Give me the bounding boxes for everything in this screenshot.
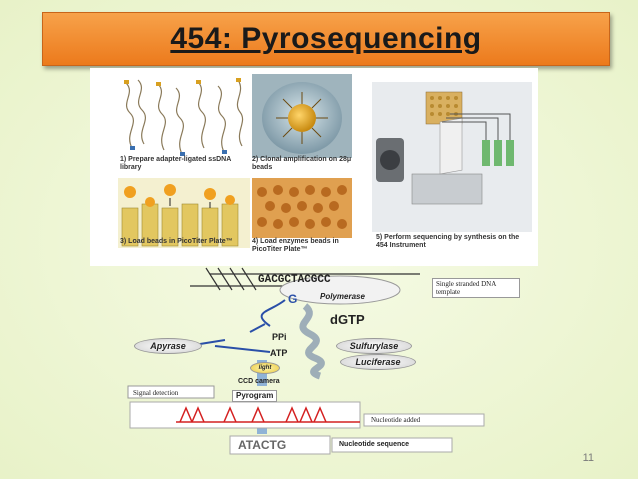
nucleotide-sequence-readout: ATACTG bbox=[238, 438, 287, 452]
step-2-caption: 2) Clonal amplification on 28μ beads bbox=[252, 156, 352, 171]
title-box: 454: Pyrosequencing bbox=[42, 12, 610, 66]
apyrase-badge: Apyrase bbox=[134, 338, 202, 354]
enzyme-beads-illustration bbox=[252, 178, 352, 238]
nucleotide-g-label: G bbox=[288, 292, 298, 306]
light-badge: light bbox=[250, 362, 280, 374]
step-4-caption: 4) Load enzymes beads in PicoTiter Plate… bbox=[252, 238, 339, 253]
ccd-camera-label: CCD camera bbox=[238, 378, 280, 385]
signal-detection-label: Signal detection bbox=[133, 389, 179, 397]
luciferase-badge: Luciferase bbox=[340, 354, 416, 370]
pyrogram-label: Pyrogram bbox=[232, 390, 278, 402]
page-number: 11 bbox=[582, 452, 594, 464]
reaction-arrows bbox=[127, 267, 485, 455]
nucleotide-added-label: Nucleotide added bbox=[371, 416, 421, 424]
workflow-figure: 1) Prepare adapter-ligated ssDNA library bbox=[90, 68, 538, 266]
pyrosequencing-diagram: GACGCTACGCC Single stranded DNA template… bbox=[120, 262, 540, 462]
polymerase-label: Polymerase bbox=[320, 292, 365, 301]
nucleotide-sequence-label: Nucleotide sequence bbox=[339, 441, 410, 448]
dgtp-label: dGTP bbox=[330, 312, 365, 327]
slide-title: 454: Pyrosequencing bbox=[170, 22, 482, 55]
dna-template-label: Single stranded DNA template bbox=[432, 278, 520, 298]
picotiter-plate-beads-illustration bbox=[118, 178, 250, 248]
ssdna-library-illustration bbox=[124, 78, 244, 156]
step-3-caption: 3) Load beads in PicoTiter Plate™ bbox=[120, 238, 233, 245]
sulfurylase-badge: Sulfurylase bbox=[336, 338, 412, 354]
step-5-caption: 5) Perform sequencing by synthesis on th… bbox=[376, 234, 520, 249]
ppi-label: PPi bbox=[272, 332, 287, 342]
dna-template-sequence: GACGCTACGCC bbox=[258, 274, 331, 286]
step-1-caption: 1) Prepare adapter-ligated ssDNA library bbox=[120, 156, 231, 171]
atp-label: ATP bbox=[270, 348, 288, 358]
bead-illustration bbox=[252, 74, 352, 158]
454-instrument-illustration bbox=[372, 82, 532, 232]
